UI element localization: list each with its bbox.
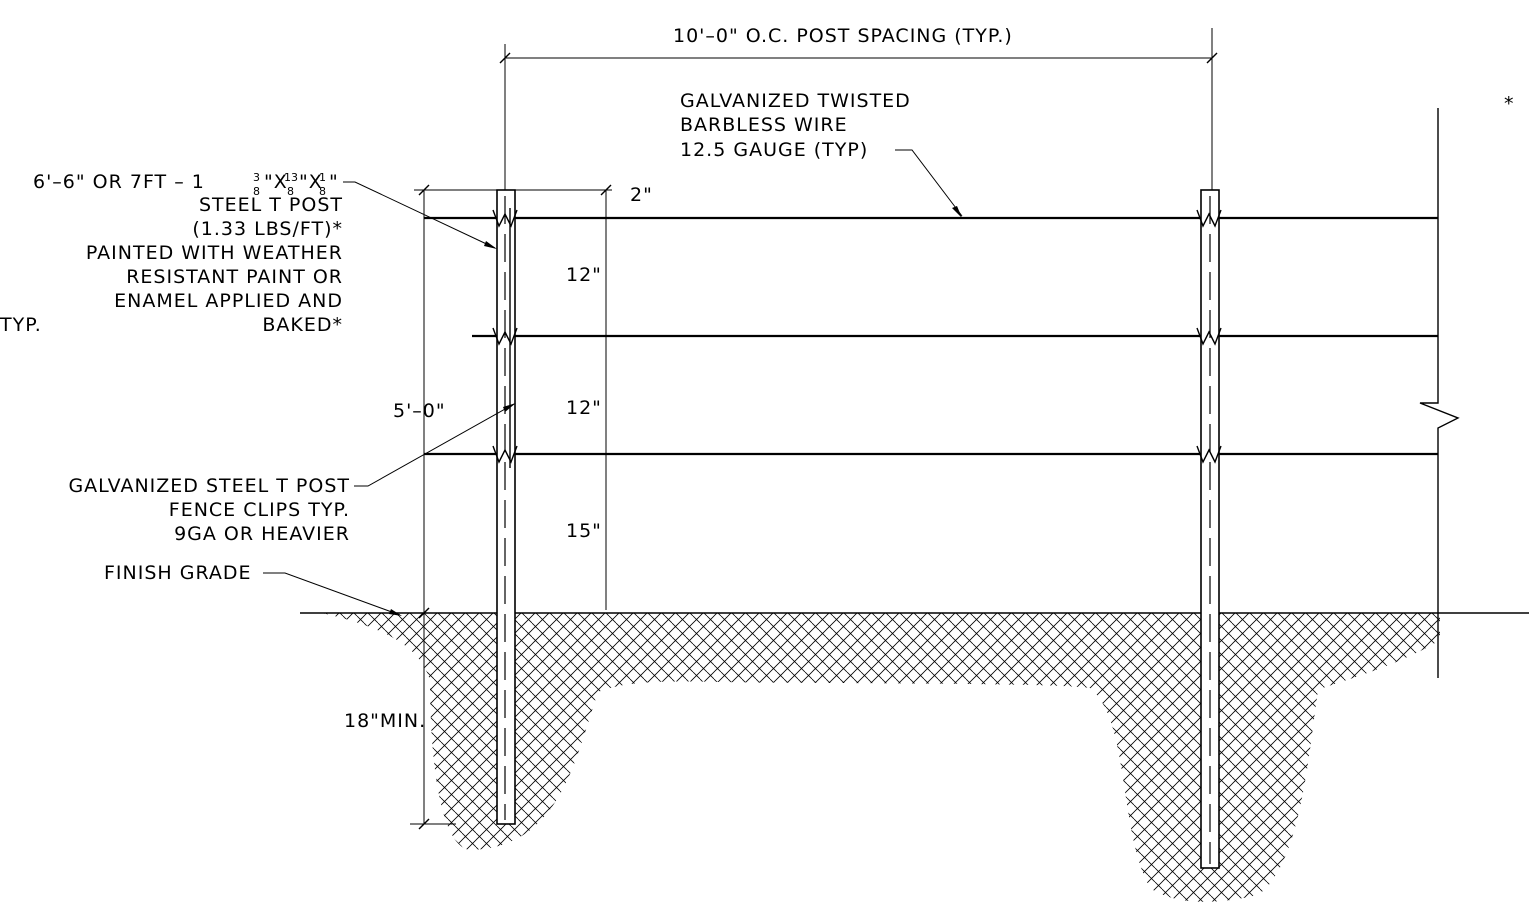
wire-leader: [895, 149, 963, 217]
right-t-post: [1200, 189, 1220, 869]
dim-18in-label: 18"MIN.: [344, 710, 426, 732]
wire-callout-line3: 12.5 GAUGE (TYP): [680, 139, 868, 161]
spacing-tick-left: [499, 52, 511, 64]
post-leader: [343, 181, 496, 249]
tick-2in: [600, 184, 612, 196]
frac3-den: 8: [319, 185, 326, 198]
post-callout-line5: RESISTANT PAINT OR: [126, 266, 343, 288]
wire-arrow: [952, 206, 962, 218]
left-t-post: [496, 189, 516, 825]
frac2-num: 13: [284, 171, 298, 184]
finish-grade-label: FINISH GRADE: [104, 562, 252, 584]
post-callout-line4: PAINTED WITH WEATHER: [86, 242, 343, 264]
wire-callout-line2: BARBLESS WIRE: [680, 114, 848, 136]
frac3-num: 1: [319, 171, 326, 184]
frac1-num: 3: [253, 171, 260, 184]
dim-12in-upper-label: 12": [566, 264, 602, 286]
clip-callout-line1: GALVANIZED STEEL T POST: [68, 475, 350, 497]
tick-grade-left: [418, 607, 430, 619]
tick-top-left: [418, 184, 430, 196]
post-callout-line2: STEEL T POST: [199, 194, 343, 216]
dim-5ft-label: 5'–0": [393, 400, 446, 422]
wire-callout-line1: GALVANIZED TWISTED: [680, 90, 911, 112]
post-callout-line7: BAKED*: [262, 314, 343, 336]
clip-leader: [354, 403, 515, 487]
post-callout-sep3: ": [329, 171, 339, 193]
spacing-tick-right: [1206, 52, 1218, 64]
post-callout-sep2: "X: [299, 171, 323, 193]
dim-2in-label: 2": [630, 184, 653, 206]
post-callout: 6'–6" OR 7FT – 1 3 8 "X 13 8 "X 1 8 " ST…: [33, 171, 343, 336]
post-callout-line6: ENAMEL APPLIED AND: [114, 290, 343, 312]
dim-15in-label: 15": [566, 520, 602, 542]
finish-grade-leader: [263, 572, 401, 616]
post-spacing-label: 10'–0" O.C. POST SPACING (TYP.): [673, 25, 1013, 47]
post-arrow: [484, 241, 497, 249]
frac1-den: 8: [253, 185, 260, 198]
tick-bottom-left: [418, 818, 430, 830]
clip-arrow: [503, 403, 516, 412]
break-line: [1419, 108, 1460, 678]
post-callout-line3: (1.33 LBS/FT)*: [192, 218, 343, 240]
post-callout-line1: 6'–6" OR 7FT – 1: [33, 171, 205, 193]
post-callout-sep1: "X: [264, 171, 288, 193]
finish-grade-arrow: [389, 609, 402, 616]
clip-callout-line2: FENCE CLIPS TYP.: [169, 499, 350, 521]
dim-12in-lower-label: 12": [566, 397, 602, 419]
soil-hatch: [322, 613, 1440, 902]
clip-callout-line3: 9GA OR HEAVIER: [174, 523, 350, 545]
frac2-den: 8: [287, 185, 294, 198]
fence-clips: [492, 209, 1222, 464]
typ-label: TYP.: [0, 314, 42, 336]
asterisk-note: *: [1504, 93, 1515, 115]
